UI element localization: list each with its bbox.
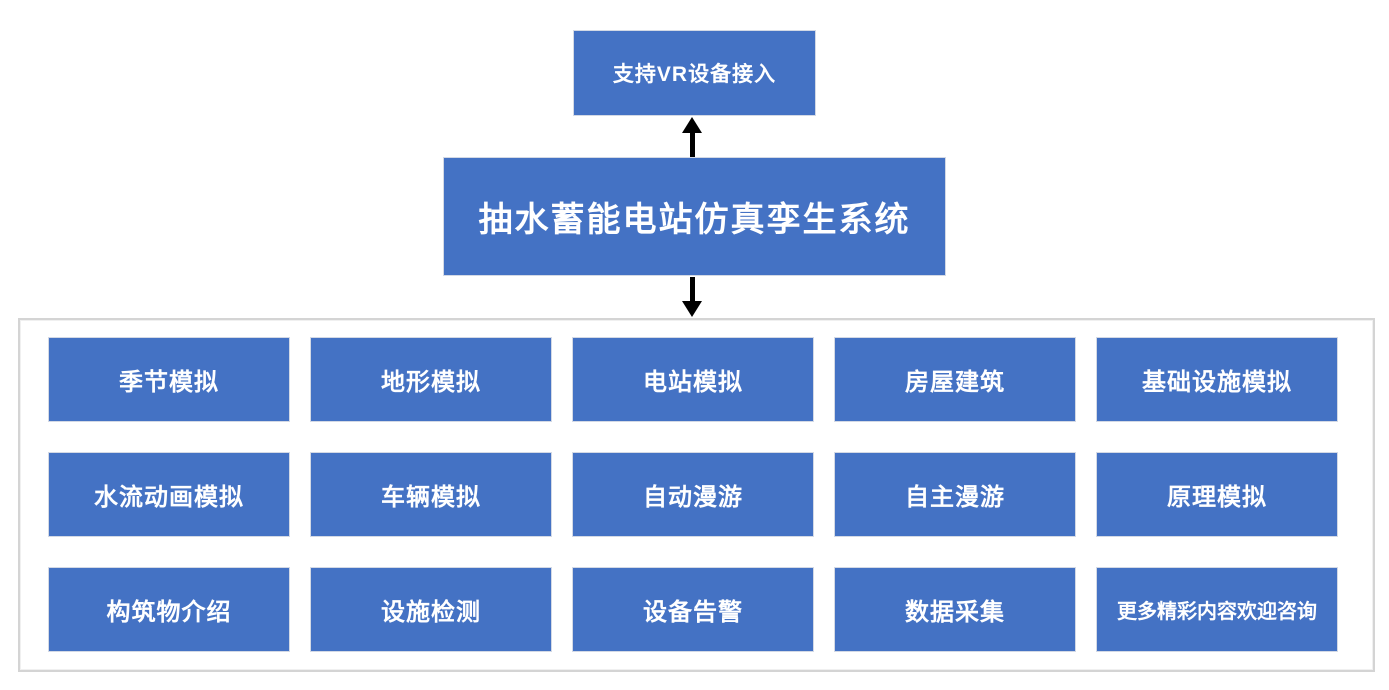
arrow-down-connector <box>682 277 702 317</box>
module-box: 电站模拟 <box>572 337 814 422</box>
module-label: 数据采集 <box>905 599 1005 626</box>
arrow-up-connector <box>682 117 702 157</box>
module-box: 车辆模拟 <box>310 452 552 537</box>
module-label: 电站模拟 <box>643 369 743 396</box>
module-label: 水流动画模拟 <box>94 484 244 511</box>
modules-grid: 季节模拟 地形模拟 电站模拟 房屋建筑 基础设施模拟水流动画模拟 车辆模拟 自动漫游 自主漫游… <box>48 337 1338 652</box>
module-box: 地形模拟 <box>310 337 552 422</box>
module-box: 设施检测 <box>310 567 552 652</box>
module-label: 基础设施模拟 <box>1142 369 1292 396</box>
module-box: 构筑物介绍 <box>48 567 290 652</box>
module-label: 自动漫游 <box>643 484 743 511</box>
module-box: 基础设施模拟 <box>1096 337 1338 422</box>
module-label: 自主漫游 <box>905 484 1005 511</box>
arrow-up-shaft <box>689 129 695 157</box>
module-label: 原理模拟 <box>1167 484 1267 511</box>
modules-container: 季节模拟 地形模拟 电站模拟 房屋建筑 基础设施模拟水流动画模拟 车辆模拟 自动漫游 自主漫游… <box>18 318 1375 672</box>
module-box: 自主漫游 <box>834 452 1076 537</box>
module-label: 设施检测 <box>381 599 481 626</box>
module-box: 数据采集 <box>834 567 1076 652</box>
module-label: 房屋建筑 <box>905 369 1005 396</box>
module-box: 水流动画模拟 <box>48 452 290 537</box>
module-label: 地形模拟 <box>381 369 481 396</box>
module-label: 车辆模拟 <box>381 484 481 511</box>
module-box: 自动漫游 <box>572 452 814 537</box>
arrow-up-head-icon <box>682 117 702 133</box>
arrow-down-shaft <box>689 277 695 305</box>
module-box: 原理模拟 <box>1096 452 1338 537</box>
arrow-down-head-icon <box>682 301 702 317</box>
module-box: 更多精彩内容欢迎咨询 <box>1096 567 1338 652</box>
module-box: 房屋建筑 <box>834 337 1076 422</box>
system-title-box: 抽水蓄能电站仿真孪生系统 <box>443 157 946 276</box>
module-box: 季节模拟 <box>48 337 290 422</box>
system-title-label: 抽水蓄能电站仿真孪生系统 <box>478 201 911 239</box>
vr-support-box: 支持VR设备接入 <box>573 30 816 116</box>
module-label: 构筑物介绍 <box>106 599 232 626</box>
module-label: 更多精彩内容欢迎咨询 <box>1117 601 1317 623</box>
vr-support-label: 支持VR设备接入 <box>612 63 777 86</box>
module-box: 设备告警 <box>572 567 814 652</box>
module-label: 季节模拟 <box>119 369 219 396</box>
module-label: 设备告警 <box>643 599 743 626</box>
